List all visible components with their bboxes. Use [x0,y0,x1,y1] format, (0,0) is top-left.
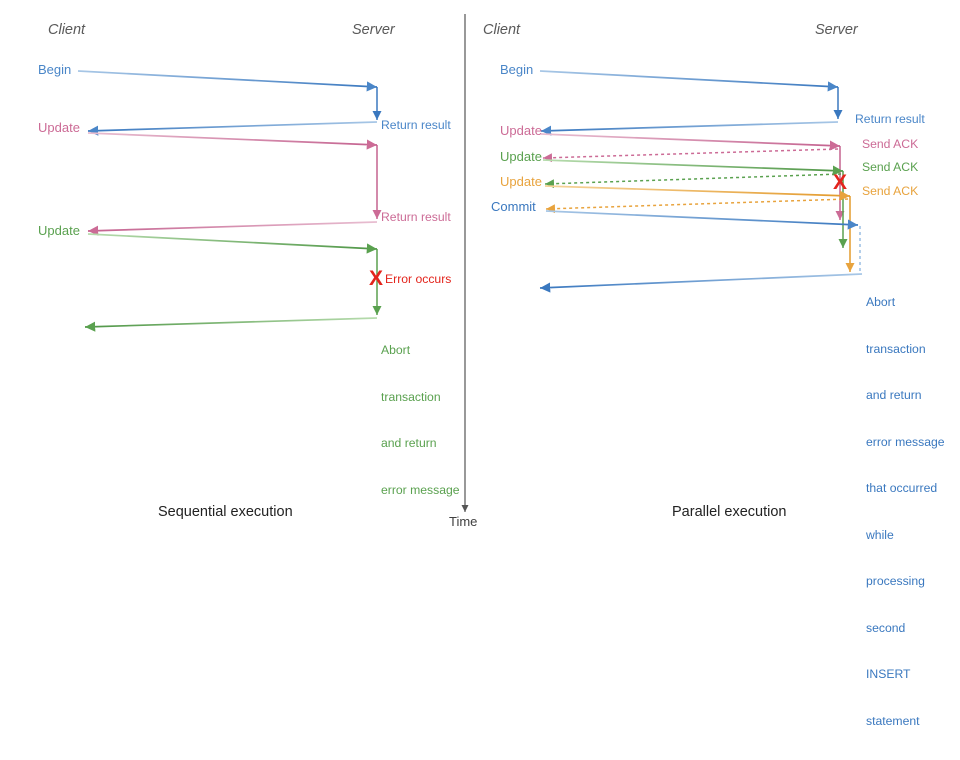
right-label-ack-orange: Send ACK [862,184,919,198]
right-abort-line-6: while [866,527,894,542]
left-header-server: Server [352,22,395,38]
right-abort-line-10: statement [866,713,920,728]
arrow-return-result-pink-left [87,221,378,236]
left-abort-line-1: Abort [381,343,411,357]
diagram-canvas: Client Server Begin Return result Update… [38,14,945,728]
right-label-update-orange: Update [500,174,542,189]
arrow-commit-right [545,210,859,230]
left-label-return-result-pink: Return result [381,210,451,224]
right-abort-line-5: that occurred [866,481,938,495]
right-label-ack-pink: Send ACK [862,137,919,151]
right-abort-line-7: processing [866,574,925,588]
right-abort-line-1: Abort [866,295,896,309]
right-label-abort-block: Abort transaction and return error messa… [866,264,960,760]
left-abort-line-3: and return [381,436,437,450]
right-abort-line-2: transaction [866,341,926,356]
arrow-update-green-right [542,159,844,176]
left-label-return-result-blue: Return result [381,118,451,132]
arrow-update-orange-right [544,185,851,201]
right-header-server: Server [815,22,858,38]
right-label-commit: Commit [491,199,536,214]
arrow-abort-green-left [84,317,378,332]
arrow-begin-left [77,70,378,92]
left-label-update-green: Update [38,223,80,238]
left-panel-arrows [77,70,382,332]
left-panel-caption: Sequential execution [158,504,293,520]
arrow-return-result-blue-left [87,121,378,136]
right-abort-line-4: error message [866,434,945,449]
arrow-update-green-left [87,233,378,254]
arrow-update-pink-left [87,132,378,150]
right-label-update-pink: Update [500,123,542,138]
right-abort-line-3: and return [866,388,922,402]
left-abort-line-2: transaction [381,389,441,404]
arrow-abort-blue-right [539,273,863,293]
arrow-ack-orange-right [545,198,849,214]
arrow-ack-green-right [544,173,842,189]
right-abort-line-8: second [866,620,906,635]
left-label-abort-block: Abort transaction and return error messa… [381,312,471,529]
left-header-client: Client [48,22,86,38]
arrow-ack-pink-right [542,148,839,163]
error-x-icon-right: X [833,171,848,194]
left-label-begin: Begin [38,62,72,77]
time-axis-label: Time [449,514,478,529]
arrow-return-result-blue-right [540,121,839,136]
arrow-begin-right [539,70,839,92]
arrow-update-pink-right [540,133,841,151]
right-label-update-green: Update [500,149,542,164]
left-label-error-occurs: Error occurs [385,272,452,286]
right-label-ack-green: Send ACK [862,160,919,174]
right-label-return-result: Return result [855,112,925,126]
diagram-svg [77,14,863,512]
left-label-update-pink: Update [38,120,80,135]
right-panel-arrows [539,70,863,293]
right-header-client: Client [483,22,521,38]
right-panel-caption: Parallel execution [672,504,787,520]
left-abort-line-4: error message [381,482,460,497]
right-abort-line-9: INSERT [866,667,911,681]
error-x-icon-left: X [369,267,384,290]
right-label-begin: Begin [500,62,534,77]
